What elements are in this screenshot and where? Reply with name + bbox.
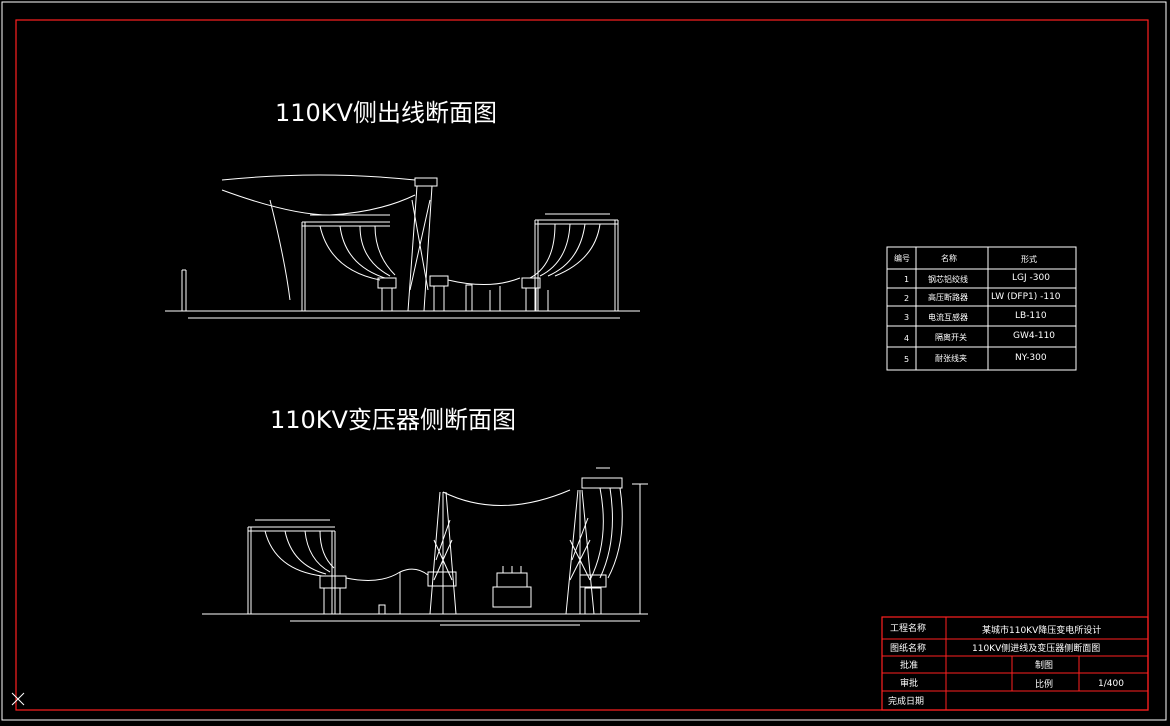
legend-row-model: LB-110 xyxy=(1015,311,1047,321)
legend-row-model: NY-300 xyxy=(1015,353,1047,363)
section-title-top: 110KV侧出线断面图 xyxy=(275,99,497,127)
legend-row-name: 隔离开关 xyxy=(935,332,967,342)
overhead-line xyxy=(221,189,416,216)
breaker xyxy=(521,277,541,289)
legend-row-no: 2 xyxy=(904,294,909,303)
title-block-approve-label: 批准 xyxy=(900,659,918,671)
overhead-line xyxy=(221,174,416,181)
top-section-diagram xyxy=(165,174,640,319)
gantry-leg xyxy=(423,185,433,312)
legend-row-name: 钢芯铝绞线 xyxy=(928,274,968,284)
gantry-top xyxy=(414,177,438,187)
legend-row-no: 1 xyxy=(904,275,909,284)
legend-row-no: 4 xyxy=(904,334,909,343)
axis-x-icon xyxy=(11,692,25,706)
bay-conductors xyxy=(529,223,601,279)
tower-brace xyxy=(433,519,453,581)
legend-row-name: 高压断路器 xyxy=(928,292,968,302)
dimension-line xyxy=(310,213,610,216)
title-block-drawing-value: 110KV侧进线及变压器侧断面图 xyxy=(972,642,1100,654)
title-block-date-label: 完成日期 xyxy=(888,695,924,707)
ct-small xyxy=(378,604,386,615)
tower-brace xyxy=(569,517,591,581)
equipment-legend-table: 编号 名称 形式 1 钢芯铝绞线 LGJ -300 2 高压断路器 LW (DF… xyxy=(886,246,1077,371)
bay-conductors xyxy=(319,225,396,281)
breaker xyxy=(319,575,347,589)
transformer-bushing xyxy=(502,566,522,573)
title-block: 工程名称 某城市110KV降压变电所设计 图纸名称 110KV侧进线及变压器侧断… xyxy=(881,616,1149,711)
overhead-line xyxy=(442,489,571,506)
legend-row-model: GW4-110 xyxy=(1013,331,1055,341)
legend-row-model: LGJ -300 xyxy=(1012,273,1050,283)
portal-column xyxy=(331,531,336,614)
tower-top xyxy=(581,477,623,489)
current-transformer xyxy=(465,284,473,312)
title-block-draw-label: 制图 xyxy=(1035,659,1053,671)
lattice-tower xyxy=(429,491,457,615)
title-block-drawing-label: 图纸名称 xyxy=(890,642,926,654)
gantry-brace xyxy=(409,199,431,291)
transformer-head xyxy=(496,572,528,588)
transformer-body xyxy=(492,586,532,608)
legend-row-no: 3 xyxy=(904,313,909,322)
breaker xyxy=(429,275,449,287)
legend-header-model: 形式 xyxy=(1021,254,1037,264)
title-block-project-label: 工程名称 xyxy=(890,622,926,634)
title-block-scale-value: 1/400 xyxy=(1098,679,1124,689)
breaker xyxy=(427,571,457,587)
legend-row-no: 5 xyxy=(904,355,909,364)
breaker xyxy=(377,277,397,289)
bay-conductors xyxy=(589,487,623,581)
legend-header-no: 编号 xyxy=(894,253,910,263)
legend-header-name: 名称 xyxy=(941,253,957,263)
bus-connector xyxy=(345,568,429,581)
legend-row-name: 电流互感器 xyxy=(928,312,968,322)
drop-line xyxy=(269,199,291,301)
bus-connector xyxy=(447,277,521,286)
lattice-tower xyxy=(565,489,595,615)
section-title-bottom: 110KV变压器侧断面图 xyxy=(270,406,516,434)
bottom-section-diagram xyxy=(202,467,648,626)
legend-row-name: 耐张线夹 xyxy=(935,353,967,363)
title-block-review-label: 审批 xyxy=(900,677,918,689)
bay-conductors xyxy=(264,530,335,577)
legend-row-model: LW (DFP1) -110 xyxy=(991,292,1061,302)
title-block-project-value: 某城市110KV降压变电所设计 xyxy=(982,624,1101,636)
gantry-leg xyxy=(407,185,418,312)
title-block-scale-label: 比例 xyxy=(1035,678,1053,690)
breaker xyxy=(579,574,607,588)
drawing-frame xyxy=(15,19,1149,711)
current-transformer xyxy=(584,587,602,615)
